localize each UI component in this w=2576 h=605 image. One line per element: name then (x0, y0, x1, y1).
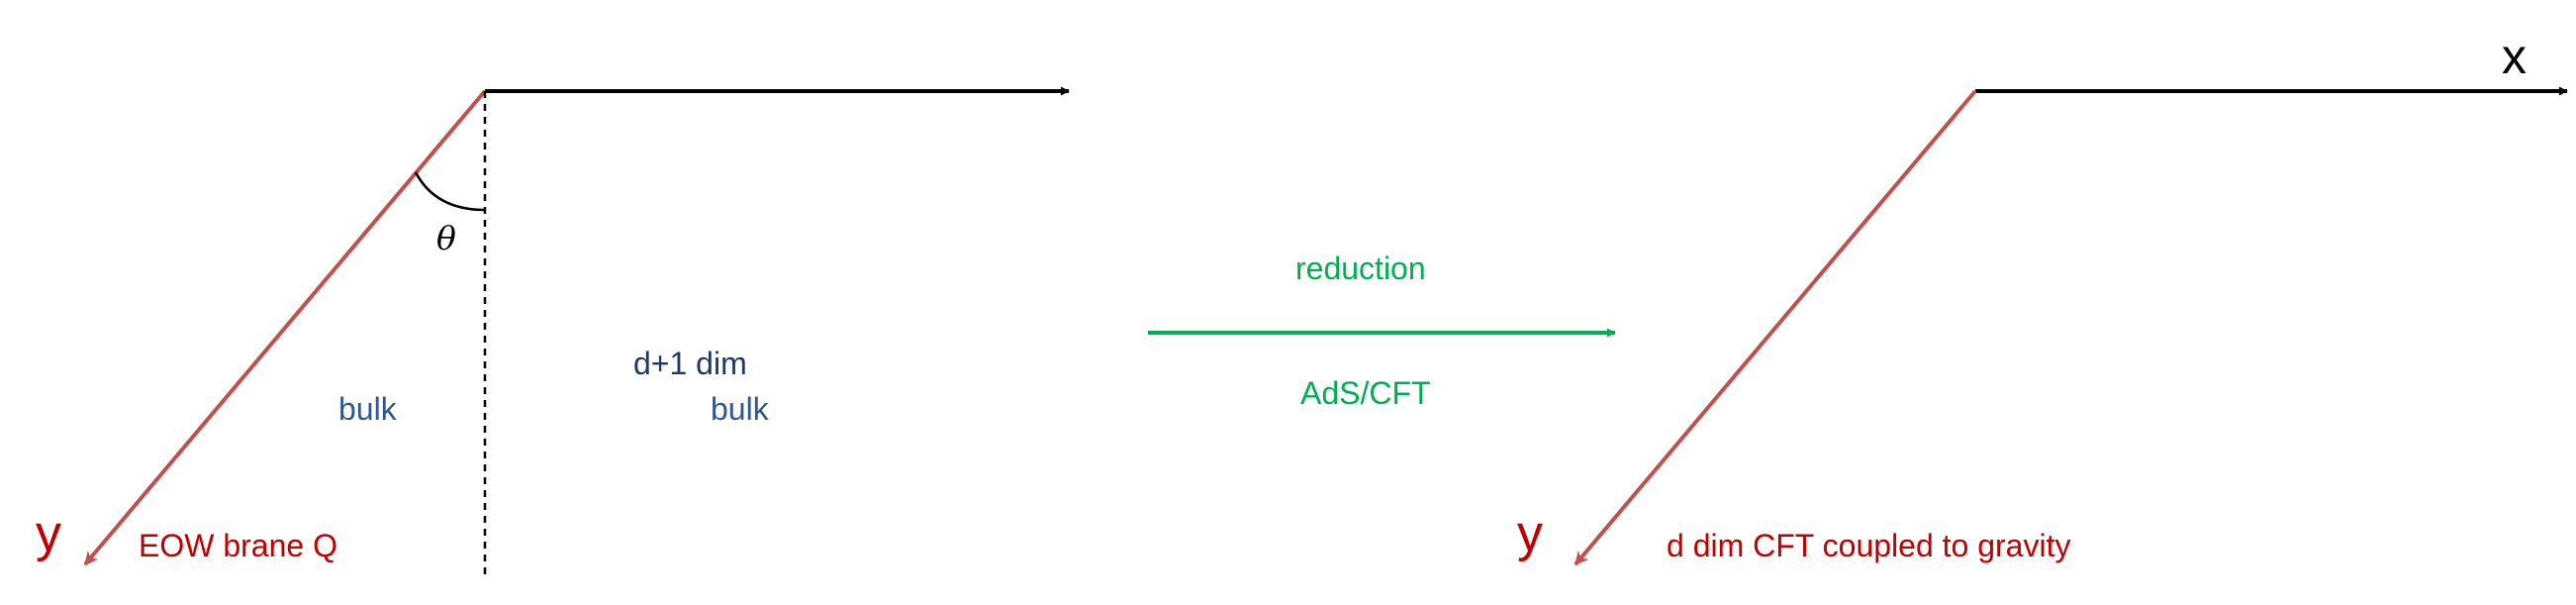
dimension-label: d+1 dim (633, 346, 747, 381)
ads-cft-label: AdS/CFT (1300, 375, 1431, 411)
right-x-axis-label: x (2502, 29, 2527, 84)
left-panel: θ bulk d+1 dim bulk y EOW brane Q (36, 86, 1070, 576)
eow-brane-label: EOW brane Q (139, 528, 337, 563)
theta-label: θ (436, 219, 456, 257)
bulk-right-label: bulk (711, 391, 770, 427)
reduction-label: reduction (1295, 251, 1426, 286)
left-y-axis-label: y (36, 505, 61, 562)
transformation-arrow-group: reduction AdS/CFT (1148, 251, 1616, 411)
right-brane-line (1574, 89, 1977, 566)
bulk-left-label: bulk (338, 391, 398, 427)
right-y-axis-label: y (1517, 505, 1543, 562)
cft-gravity-label: d dim CFT coupled to gravity (1667, 528, 2070, 563)
right-panel: x y d dim CFT coupled to gravity (1517, 29, 2568, 566)
left-eow-brane-line (83, 89, 487, 566)
theta-angle-arc (414, 171, 486, 212)
